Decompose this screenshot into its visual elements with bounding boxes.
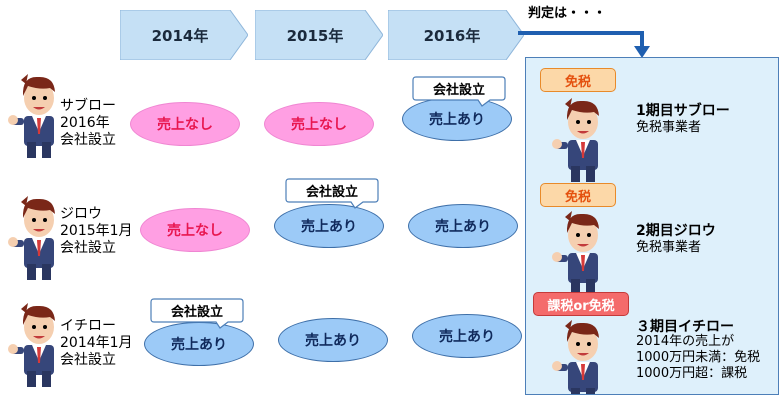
person-ichirou <box>8 303 55 387</box>
person-result-saburo <box>552 98 599 182</box>
name-line: 2016年 <box>60 115 110 131</box>
result-title: ３期目イチロー <box>636 319 734 335</box>
callout-shape <box>150 298 244 329</box>
result-text: 2014年の売上が 1000万円未満：免税 1000万円超：課税 <box>636 334 760 382</box>
year-chevron-2016: 2016年 <box>388 10 524 60</box>
chevron-shape <box>255 10 383 60</box>
name-line: サブロー <box>60 98 116 114</box>
result-line: 免税事業者 <box>636 120 702 135</box>
arrow-icon <box>518 31 650 58</box>
result-line: 2014年の売上が <box>636 334 735 349</box>
year-chevron-2014: 2014年 <box>120 10 248 60</box>
tax-status-tag: 免税 <box>540 183 616 207</box>
person-name-saburo: サブロー 2016年 会社設立 <box>60 98 116 149</box>
result-title: 1期目サブロー <box>636 103 730 119</box>
founded-label: 会社設立 <box>170 304 223 320</box>
name-line: イチロー <box>60 318 116 334</box>
chevron-shape <box>388 10 524 60</box>
name-line: 会社設立 <box>60 132 116 148</box>
person-result-jirou <box>552 211 599 295</box>
result-line: 1000万円超：課税 <box>636 366 748 381</box>
person-name-ichirou: イチロー 2014年1月 会社設立 <box>60 318 133 369</box>
status-has-sales: 売上あり <box>412 314 522 358</box>
person-jirou <box>8 196 55 280</box>
name-line: 会社設立 <box>60 240 116 256</box>
status-has-sales: 売上あり <box>278 318 388 362</box>
year-label: 2016年 <box>423 26 481 45</box>
result-title: 2期目ジロウ <box>636 223 716 239</box>
callout-shape <box>412 76 506 107</box>
result-text: 免税事業者 <box>636 120 701 136</box>
status-has-sales: 売上あり <box>274 204 384 248</box>
chevron-shape <box>120 10 248 60</box>
status-no-sales: 売上なし <box>140 208 250 252</box>
founded-callout: 会社設立 <box>412 76 506 107</box>
name-line: ジロウ <box>60 206 102 222</box>
founded-callout: 会社設立 <box>285 178 379 209</box>
person-result-ichirou <box>552 320 599 394</box>
result-line: 1000万円未満：免税 <box>636 350 761 365</box>
name-line: 2014年1月 <box>60 335 133 351</box>
year-chevron-2015: 2015年 <box>255 10 383 60</box>
name-line: 会社設立 <box>60 352 116 368</box>
result-text: 免税事業者 <box>636 240 701 256</box>
status-no-sales: 売上なし <box>130 102 240 146</box>
tax-status-tag: 免税 <box>540 68 616 92</box>
status-has-sales: 売上あり <box>408 204 518 248</box>
judgement-label: 判定は・・・ <box>528 6 607 21</box>
founded-label: 会社設立 <box>432 82 485 98</box>
founded-callout: 会社設立 <box>150 298 244 329</box>
status-no-sales: 売上なし <box>264 102 374 146</box>
result-line: 免税事業者 <box>636 240 702 255</box>
name-line: 2015年1月 <box>60 223 133 239</box>
callout-shape <box>285 178 379 209</box>
person-saburo <box>8 74 55 158</box>
founded-label: 会社設立 <box>305 184 358 200</box>
year-label: 2015年 <box>286 26 344 45</box>
status-has-sales: 売上あり <box>144 322 254 366</box>
person-name-jirou: ジロウ 2015年1月 会社設立 <box>60 206 133 257</box>
tax-status-tag: 課税or免税 <box>533 292 629 316</box>
year-label: 2014年 <box>151 26 209 45</box>
